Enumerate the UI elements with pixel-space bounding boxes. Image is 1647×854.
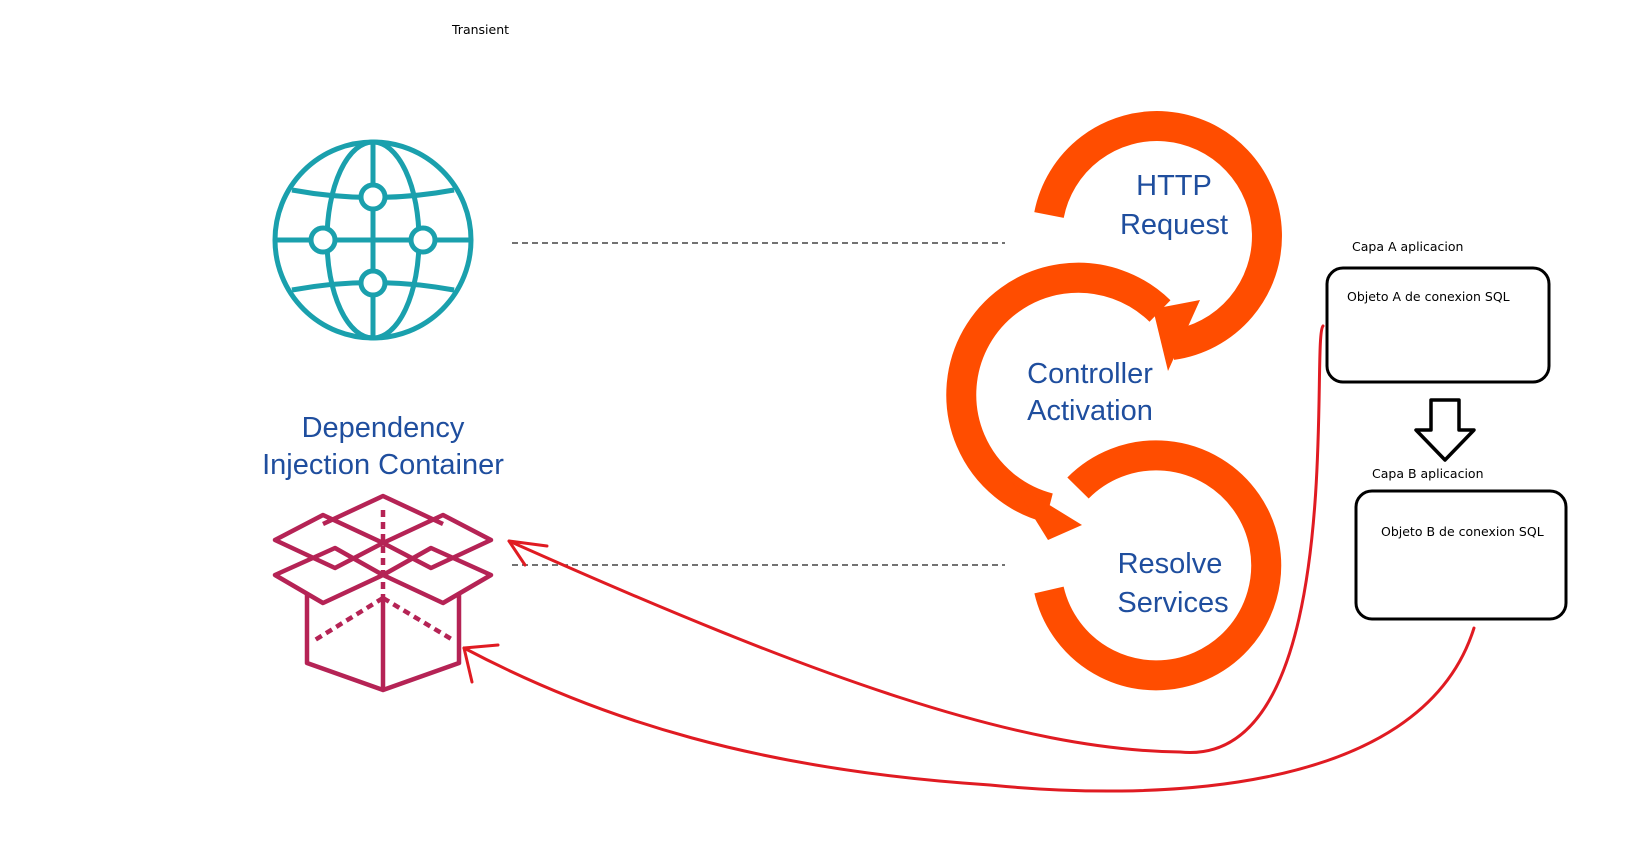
layer-a-object-label: Objeto A de conexion SQL — [1347, 289, 1510, 304]
http-request-label-line1: HTTP — [1136, 170, 1212, 202]
container-title-line1: Dependency — [302, 412, 465, 444]
layer-a-object-box — [1325, 266, 1551, 384]
red-arrow-layer-a-to-container — [507, 324, 1325, 754]
layer-down-arrow-icon — [1414, 398, 1476, 462]
resolve-services-label-line1: Resolve — [1118, 548, 1223, 580]
red-arrow-layer-b-to-container — [462, 626, 1476, 793]
open-box-icon — [272, 493, 494, 693]
container-title-line2: Injection Container — [262, 449, 504, 481]
layer-b-object-box — [1354, 489, 1568, 621]
transient-label: Transient — [451, 22, 509, 37]
globe-network-icon — [272, 139, 474, 341]
http-request-label-line2: Request — [1120, 209, 1228, 241]
cycle-ring-controller-activation — [946, 262, 1171, 540]
layer-b-object-label: Objeto B de conexion SQL — [1381, 524, 1544, 539]
controller-activation-label-line2: Activation — [1027, 395, 1153, 427]
cycle-ring-resolve-services — [1034, 440, 1282, 691]
resolve-services-label-line2: Services — [1117, 587, 1228, 619]
cycle-ring-http-request — [1034, 111, 1282, 371]
layer-a-label: Capa A aplicacion — [1352, 239, 1463, 254]
layer-b-label: Capa B aplicacion — [1372, 466, 1484, 481]
controller-activation-label-line1: Controller — [1027, 358, 1153, 390]
